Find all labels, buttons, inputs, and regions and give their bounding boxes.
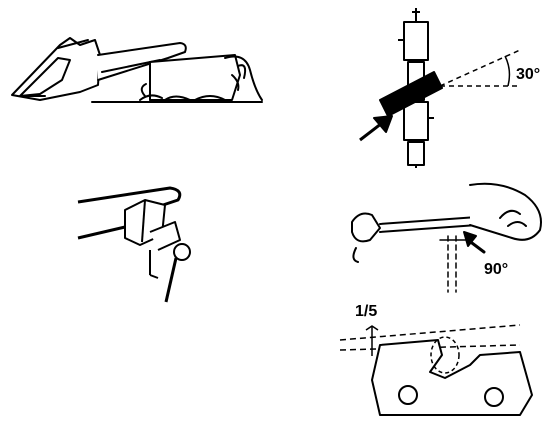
depth-gauge-panel — [340, 325, 532, 415]
chain-cutter-tooth-icon — [340, 325, 532, 415]
vise-panel — [78, 188, 190, 302]
angle-90-label: 90° — [484, 261, 508, 278]
file-handle-icon — [352, 184, 541, 292]
arrow-icon — [360, 116, 392, 140]
bench-vise-icon — [78, 188, 190, 302]
arrow-icon — [464, 232, 484, 252]
chain-file-angle-icon — [380, 8, 520, 168]
file-90-panel — [352, 184, 541, 292]
file-angle-panel — [360, 8, 520, 168]
depth-gauge-label: 1/5 — [355, 303, 377, 320]
chainsaw-stump-panel — [12, 38, 262, 102]
angle-30-label: 30° — [516, 66, 540, 83]
